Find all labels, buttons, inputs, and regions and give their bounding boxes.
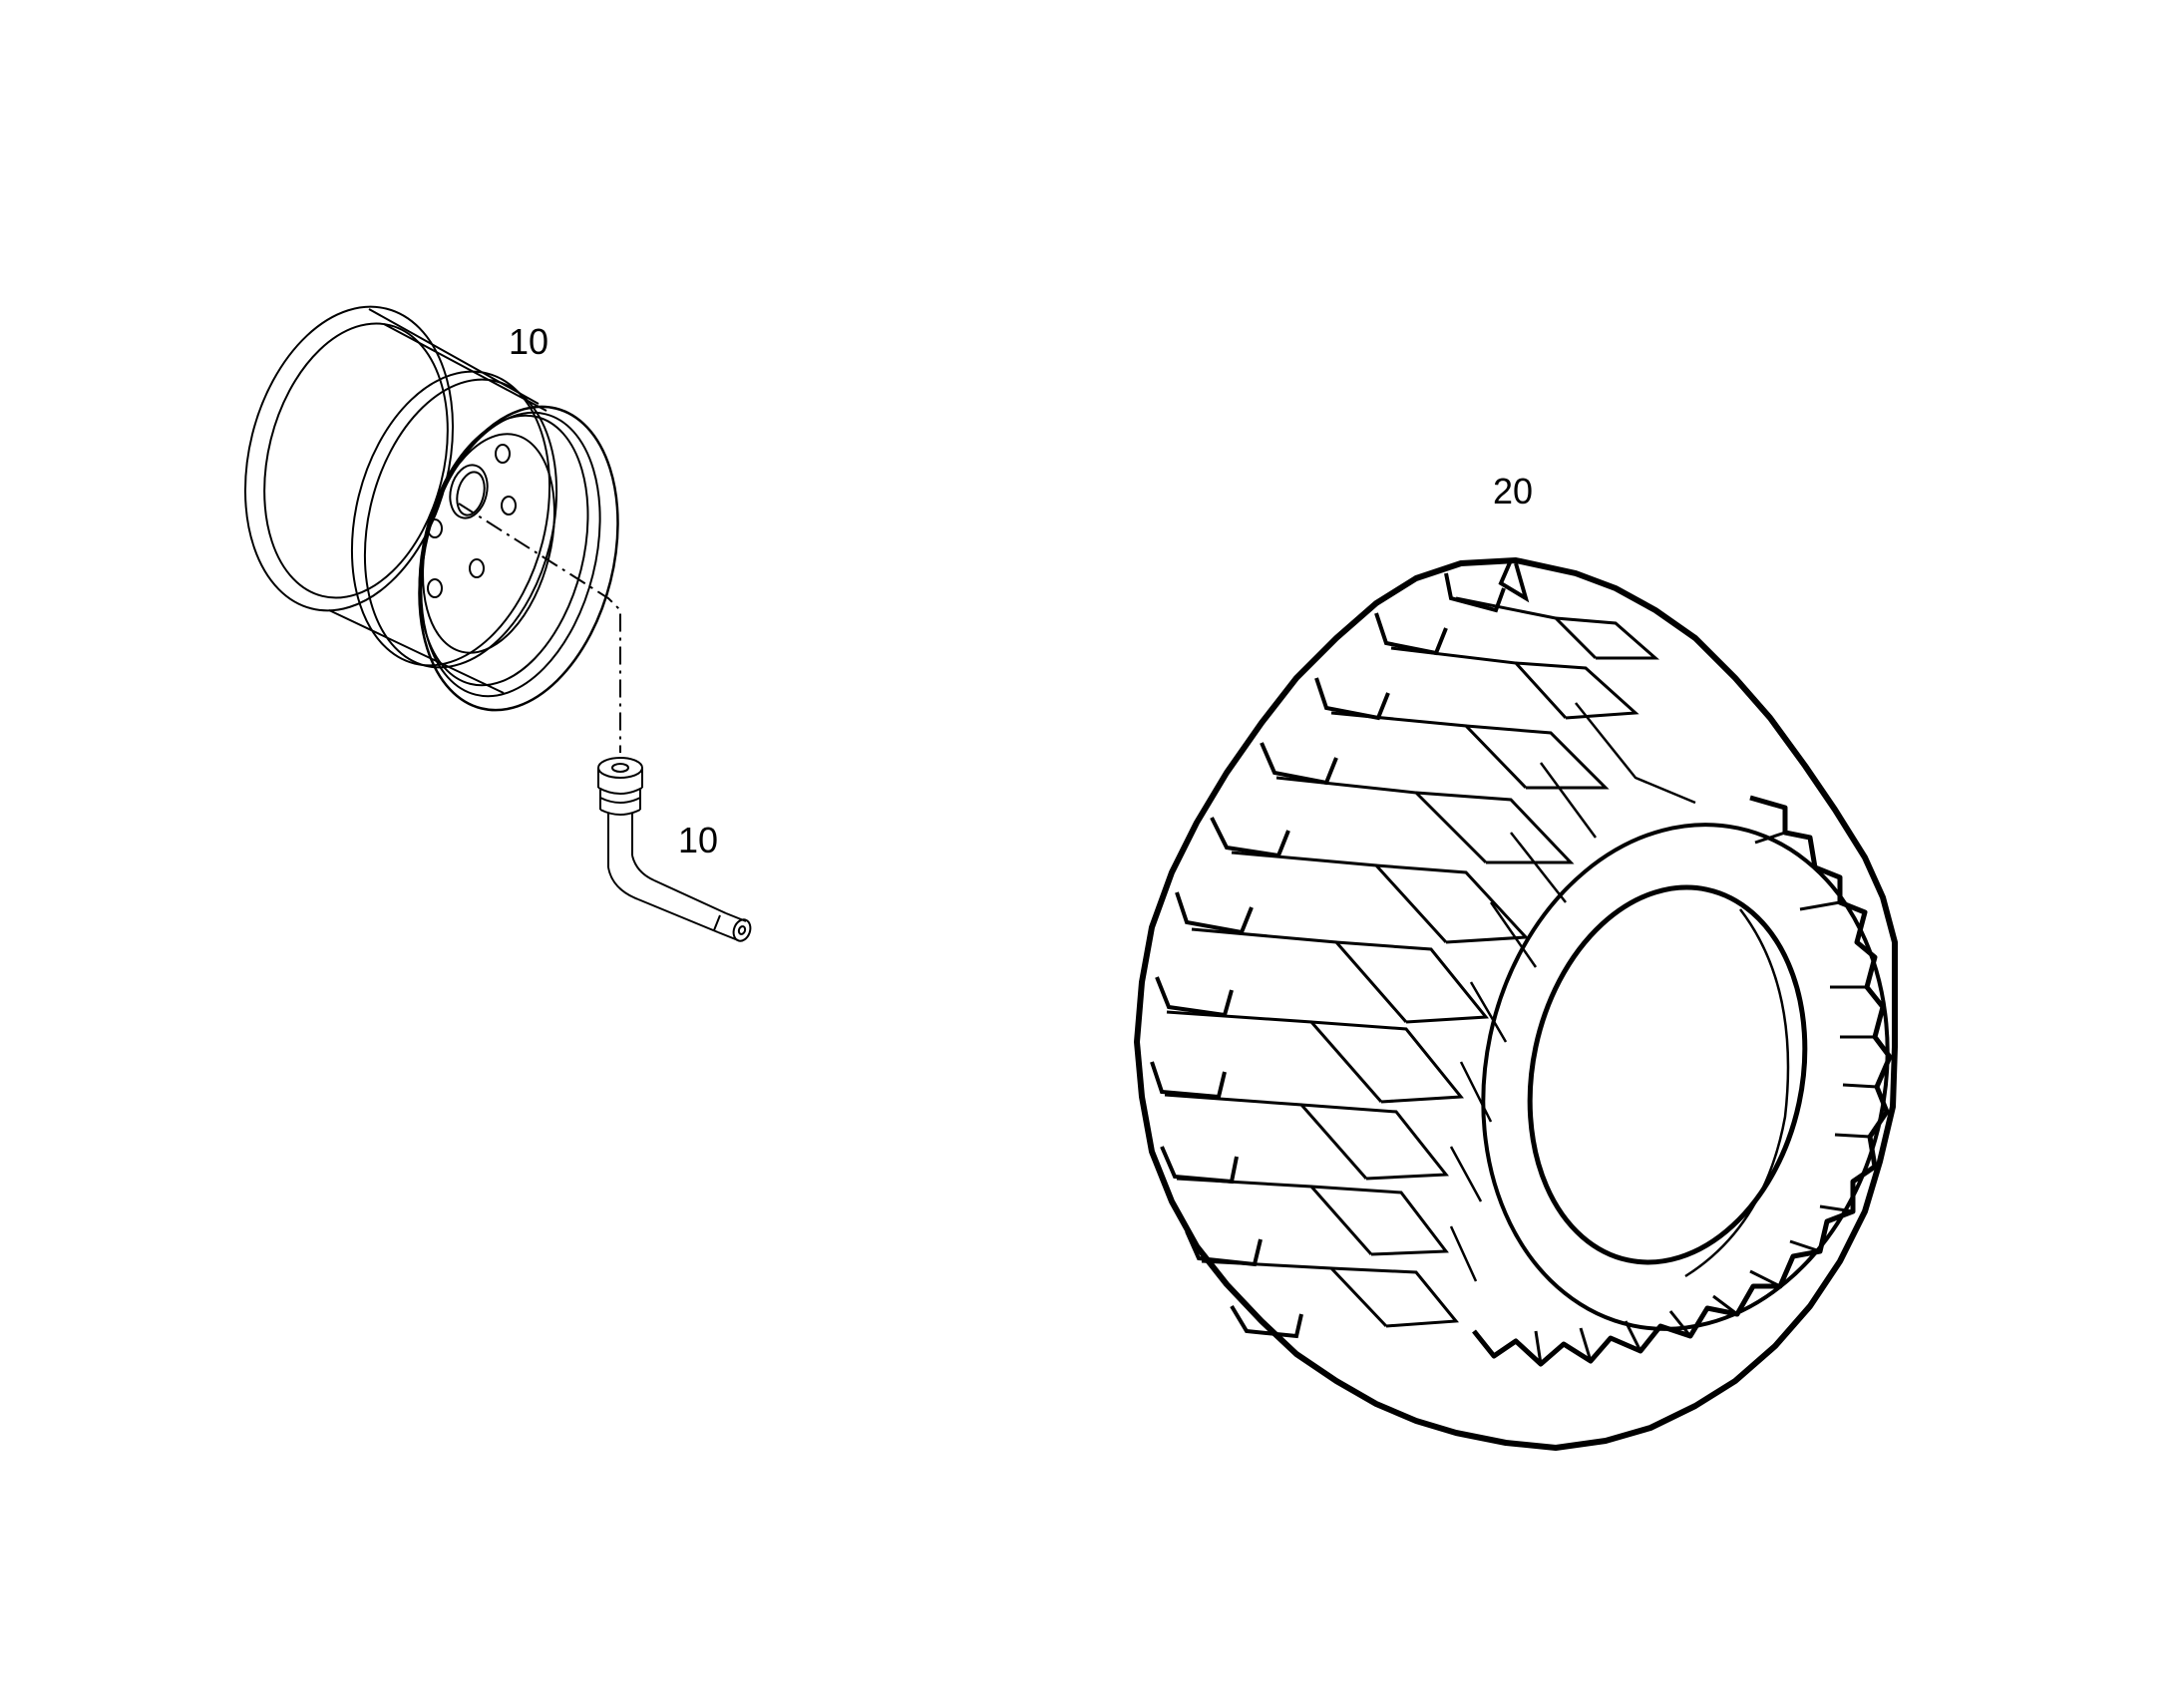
callout-rim: 10 [509, 321, 548, 362]
wheel-rim [243, 305, 619, 712]
callout-valve: 10 [678, 820, 718, 860]
valve-stem [597, 757, 752, 942]
assembly-axis-line [458, 503, 621, 753]
tire [1134, 557, 1898, 1451]
callout-tire: 20 [1493, 471, 1533, 512]
